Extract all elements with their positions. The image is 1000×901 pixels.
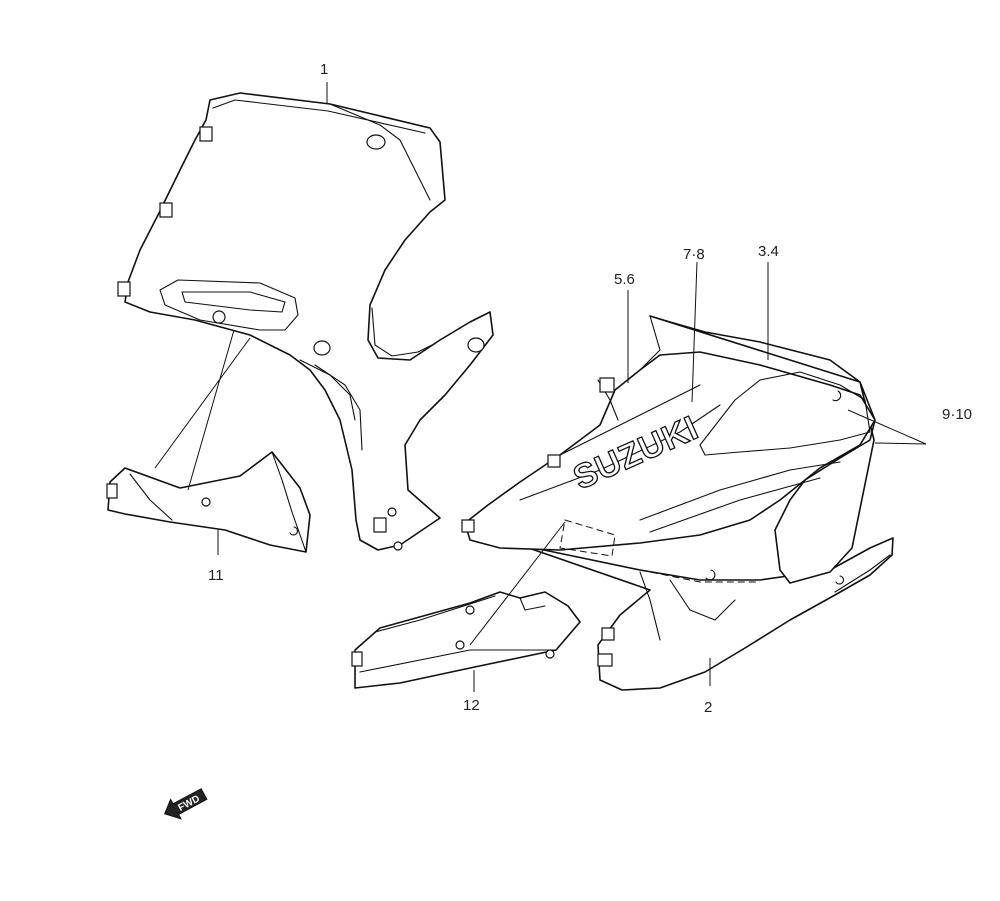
callout-12: 12 bbox=[463, 697, 480, 714]
clip-12 bbox=[351, 651, 363, 667]
screw-11 bbox=[201, 497, 211, 507]
callout-3-4: 3.4 bbox=[758, 243, 779, 260]
grommet-top bbox=[366, 134, 386, 150]
clip-34c bbox=[461, 519, 475, 533]
hidden-edge-2 bbox=[639, 569, 760, 583]
fwd-arrow-icon: FWD bbox=[164, 788, 208, 820]
callout-1: 1 bbox=[320, 61, 328, 78]
clip-34b bbox=[547, 454, 561, 468]
leader-910a bbox=[847, 409, 927, 445]
clip-3 bbox=[117, 281, 131, 297]
callout-2: 2 bbox=[704, 699, 712, 716]
screw-2 bbox=[393, 541, 403, 551]
clip-2 bbox=[159, 202, 173, 218]
leader-lines bbox=[154, 82, 927, 692]
part-11-inner-panel bbox=[106, 451, 311, 553]
screw-12c bbox=[545, 649, 555, 659]
callout-7-8: 7·8 bbox=[683, 246, 705, 263]
part-12-lower-panel bbox=[351, 591, 581, 689]
clip-1 bbox=[199, 126, 213, 142]
screw-1 bbox=[387, 507, 397, 517]
callout-9-10: 9·10 bbox=[942, 406, 972, 423]
fwd-label: FWD bbox=[177, 793, 202, 813]
leader-link-12 bbox=[469, 521, 566, 646]
grommet-mid bbox=[313, 340, 331, 356]
clip-34a bbox=[599, 377, 615, 393]
part-1-inner-cowling bbox=[117, 92, 494, 551]
clip-2b bbox=[597, 653, 613, 667]
clip-4 bbox=[373, 517, 387, 533]
leader-910b bbox=[874, 442, 927, 445]
part-3-4-side-cowling: SUZUKI bbox=[461, 315, 876, 584]
grommet-right bbox=[467, 337, 485, 353]
leader-78 bbox=[691, 261, 698, 403]
grommet-left bbox=[212, 310, 226, 324]
clip-11 bbox=[106, 483, 118, 499]
screw-12a bbox=[465, 605, 475, 615]
callouts: 1 2 3.4 5.6 7·8 9·10 11 12 bbox=[208, 61, 972, 716]
hidden-edge bbox=[559, 519, 616, 557]
leader-link-11b bbox=[187, 329, 235, 491]
screw-12b bbox=[455, 640, 465, 650]
callout-5-6: 5.6 bbox=[614, 271, 635, 288]
leader-link-11 bbox=[154, 337, 251, 469]
callout-11: 11 bbox=[208, 567, 224, 584]
clip-2a bbox=[601, 627, 615, 641]
